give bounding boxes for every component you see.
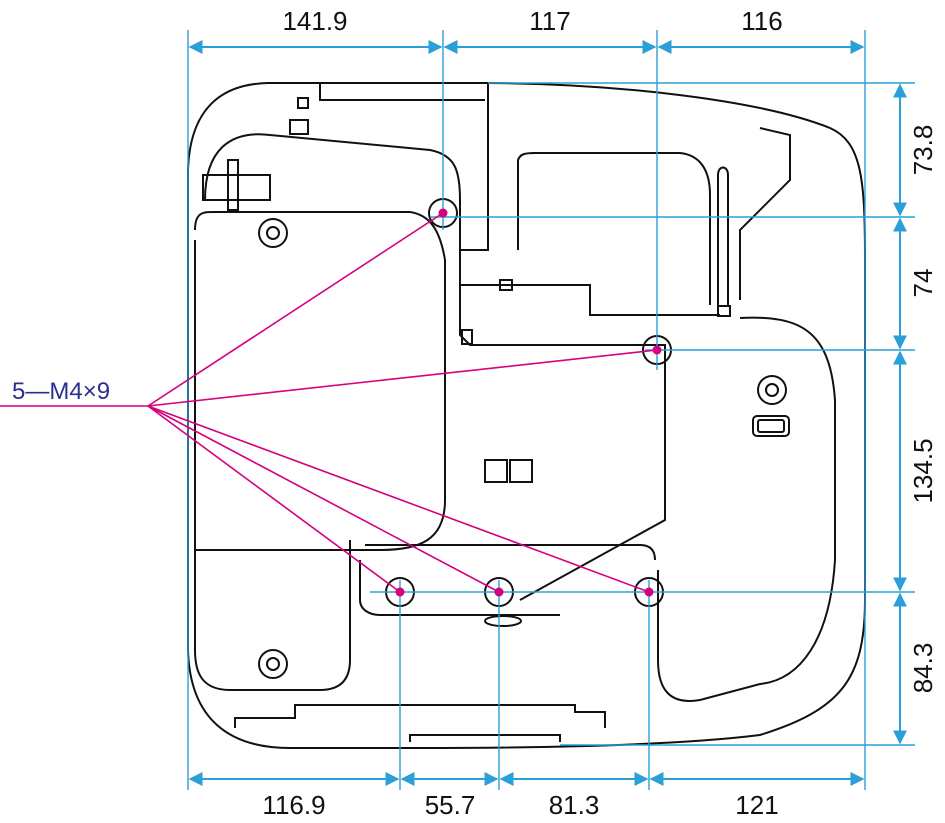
dim-top-1: 141.9 (282, 6, 347, 36)
dimension-arrows (188, 40, 907, 786)
screw-hole (438, 208, 448, 218)
dim-bottom-2: 55.7 (425, 790, 476, 820)
screw-hole (652, 345, 662, 355)
screw-spec-label: 5—M4×9 (12, 378, 110, 405)
dim-bottom-3: 81.3 (549, 790, 600, 820)
dim-right-2: 74 (908, 269, 938, 298)
screw-leaders (0, 212, 658, 593)
dim-right-3: 134.5 (908, 438, 938, 503)
dim-bottom-4: 121 (735, 790, 778, 820)
screw-hole (395, 587, 405, 597)
dim-right-4: 84.3 (908, 643, 938, 694)
screw-hole (494, 587, 504, 597)
dim-top-3: 116 (741, 6, 782, 36)
dim-bottom-1: 116.9 (262, 790, 325, 820)
screw-holes (395, 208, 662, 597)
screw-hole (644, 587, 654, 597)
dim-right-1: 73.8 (908, 125, 938, 176)
projector-outline (187, 82, 866, 749)
dim-top-2: 117 (529, 6, 570, 36)
dimension-labels: 141.9 117 116 116.9 55.7 81.3 121 73.8 7… (262, 6, 938, 820)
dimension-guides (187, 30, 915, 790)
